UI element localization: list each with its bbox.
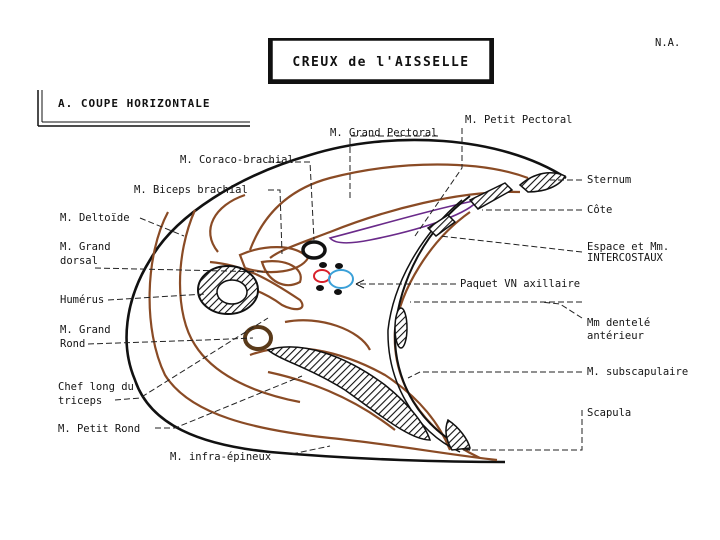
intercostaux-segment [426,214,457,237]
vein [328,269,354,289]
label-cote: Côte [587,204,612,216]
humerus-bone [197,265,259,315]
title-box: CREUX de l'AISSELLE [268,38,494,84]
nerve-1 [319,262,327,268]
label-triceps-1: Chef long du [58,381,134,393]
deltoide-outline [148,211,498,462]
labels: M. Grand Pectoral M. Petit Pectoral M. C… [58,114,688,463]
cote-segment [468,182,514,210]
label-intercostaux-1: Espace et Mm. [587,241,669,253]
label-dentele-2: antérieur [587,330,644,342]
section-title: A. COUPE HORIZONTALE [58,97,210,110]
label-petit-rond: M. Petit Rond [58,423,140,435]
coraco-brachial-vessel [301,240,327,260]
muscle-outlines [148,163,529,462]
label-biceps: M. Biceps brachial [134,184,248,196]
petit-rond-outline [267,370,396,431]
grand-pectoral-outline [248,163,529,251]
label-subscapulaire: M. subscapulaire [587,366,688,378]
nerve-4 [334,289,342,295]
triceps-outline [284,319,371,351]
skin-outline [125,138,567,464]
label-paquet-vn: Paquet VN axillaire [460,278,580,290]
nerve-3 [316,285,324,291]
label-infra-epineux: M. infra-épineux [170,451,271,463]
petit-pectoral-outline [328,198,480,244]
dentele-rib-segment [394,307,408,349]
label-petit-pectoral: M. Petit Pectoral [465,114,572,126]
paquet-vasculo-nerveux [301,240,354,295]
author-initials: N.A. [655,37,680,49]
scapula-bone [266,346,471,451]
sternum-bone [518,172,567,193]
label-triceps-2: triceps [58,395,102,407]
label-grand-dorsal-2: dorsal [60,255,98,267]
deltoide-inner [178,209,301,404]
coraco-brachial-outline [260,260,302,287]
label-coraco-brachial: M. Coraco-brachial [180,154,294,166]
label-grand-rond-2: Rond [60,338,85,350]
label-grand-rond-1: M. Grand [60,324,111,336]
label-grand-pectoral: M. Grand Pectoral [330,127,437,139]
paquet-arrow [355,279,365,289]
label-grand-dorsal-1: M. Grand [60,241,111,253]
deltoide-anterior [209,193,246,253]
leader-lines [87,128,583,455]
label-deltoide: M. Deltoïde [60,212,130,224]
label-scapula: Scapula [587,407,631,419]
label-intercostaux-2: INTERCOSTAUX [587,252,664,264]
thoracic-wall [387,182,514,453]
label-humerus: Humérus [60,294,104,306]
label-sternum: Sternum [587,174,631,186]
biceps-outline [238,246,310,274]
label-dentele-1: Mm dentelé [587,317,650,329]
nerve-2 [335,263,343,269]
artery [313,269,331,283]
section-heading: A. COUPE HORIZONTALE [37,90,250,127]
page-title: CREUX de l'AISSELLE [292,55,469,70]
